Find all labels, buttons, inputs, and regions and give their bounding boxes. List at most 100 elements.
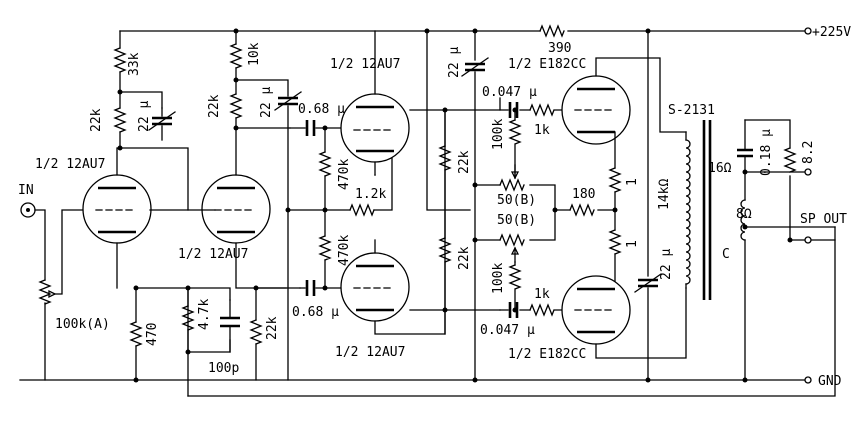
label-r-470k-bot: 470k: [337, 235, 352, 266]
tube-v3: [340, 30, 410, 176]
resistor-1-top: [608, 167, 622, 193]
resistor-470k-bot: [318, 235, 332, 261]
bias-network: [472, 164, 616, 263]
label-r-10k: 10k: [247, 42, 262, 66]
stage3-grid-resistors: [318, 125, 332, 291]
coupling-caps-stage3: [287, 120, 393, 296]
stage2-cathode: [249, 207, 301, 381]
label-r-22k-d: 22k: [457, 246, 472, 270]
label-r-1k-bot: 1k: [534, 287, 550, 302]
speaker-terminal-minus[interactable]: [804, 236, 812, 244]
stage1-cathode: [129, 285, 240, 397]
label-r-22k-b: 22k: [207, 94, 222, 118]
label-r-470k-top: 470k: [337, 159, 352, 190]
label-c-0047u-top: 0.047 µ: [482, 85, 537, 100]
stage1-b-plus: [113, 30, 176, 151]
label-ground: GND: [818, 374, 842, 389]
label-output: SP OUT: [800, 212, 847, 227]
resistor-1k-top: [529, 103, 555, 117]
label-p-50b-bot: 50(B): [497, 213, 536, 228]
resistor-10k: [229, 43, 243, 69]
tube-v2: [187, 127, 287, 289]
stage2-b-plus: [229, 28, 302, 381]
label-tap-16: 16Ω: [708, 161, 732, 176]
ground-rail: [19, 376, 812, 384]
label-r-100k-bot: 100k: [491, 263, 506, 294]
feedback-wire: [187, 226, 836, 397]
label-tube-v5: 1/2 E182CC: [508, 57, 586, 72]
tube-v4: [340, 109, 446, 335]
label-r-100k-top: 100k: [491, 119, 506, 150]
resistor-22k-e: [249, 319, 263, 345]
resistor-470k-top: [318, 151, 332, 177]
resistor-470: [129, 321, 143, 347]
label-transformer: S-2131: [668, 103, 715, 118]
label-tube-v6: 1/2 E182CC: [508, 347, 586, 362]
label-input: IN: [18, 183, 34, 198]
label-r-390: 390: [548, 41, 571, 56]
resistor-8.2: [783, 147, 797, 173]
label-r-22k-c: 22k: [457, 150, 472, 174]
label-c-068u-top: 0.68 µ: [298, 102, 345, 117]
resistor-1k-bot: [529, 303, 555, 317]
label-tap-c: C: [722, 247, 730, 262]
resistor-22k-a: [113, 107, 127, 133]
label-tube-v3: 1/2 12AU7: [330, 57, 400, 72]
label-r-22k-e: 22k: [265, 316, 280, 340]
resistor-22k-c: [438, 145, 452, 171]
label-r-22k-a: 22k: [89, 108, 104, 132]
label-r-1.2k: 1.2k: [355, 187, 386, 202]
label-r-1-top: 1: [625, 178, 640, 186]
label-r-8.2: 8.2: [801, 141, 816, 164]
resistor-1.2k: [349, 203, 375, 217]
output-cathode-cap: [634, 28, 662, 383]
label-r-1-bot: 1: [625, 240, 640, 248]
label-r-180: 180: [572, 187, 595, 202]
resistor-33k: [113, 47, 127, 73]
supply-terminal[interactable]: [804, 27, 812, 35]
resistor-22k-b: [229, 93, 243, 119]
label-r-1k-top: 1k: [534, 123, 550, 138]
ground-terminal[interactable]: [804, 376, 812, 384]
input-section: [20, 202, 91, 381]
label-supply: +225V: [812, 25, 851, 40]
stage3-loads: [409, 28, 501, 335]
pot-50b-bot: [499, 233, 525, 247]
label-pot-100k: 100k(A): [55, 317, 110, 332]
resistor-1-bot: [608, 229, 622, 255]
output-decoupling: [461, 28, 489, 383]
output-coupling-caps: [499, 97, 569, 318]
resistor-390: [539, 24, 565, 38]
resistor-22k-d: [438, 237, 452, 263]
pot-50b-top: [499, 178, 525, 192]
resistor-100k-top: [508, 119, 522, 145]
label-c-22u-a: 22 µ: [137, 101, 152, 132]
label-r-4.7k: 4.7k: [197, 299, 212, 330]
label-p-50b-top: 50(B): [497, 193, 536, 208]
label-tube-v2: 1/2 12AU7: [178, 247, 248, 262]
label-c-22u-b: 22 µ: [259, 87, 274, 118]
label-c-068u-bot: 0.68 µ: [292, 305, 339, 320]
tube-v6: [561, 275, 687, 359]
label-c-22u-d: 22 µ: [659, 249, 674, 280]
resistor-4.7k: [181, 305, 195, 331]
resistor-100k-bot: [508, 264, 522, 290]
tube-v1: [82, 147, 189, 289]
label-tube-v1: 1/2 12AU7: [35, 157, 105, 172]
output-transformer: [685, 119, 836, 383]
label-tap-8: 8Ω: [736, 207, 752, 222]
label-c-018u: 0.18 µ: [759, 129, 774, 176]
label-r-470: 470: [145, 323, 160, 346]
label-c-100p: 100p: [208, 361, 239, 376]
tube-v5: [561, 57, 687, 289]
label-tap-14k: 14kΩ: [657, 179, 672, 210]
pot-100k: [38, 279, 52, 305]
supply-rail: [119, 24, 812, 38]
label-tube-v4: 1/2 12AU7: [335, 345, 405, 360]
label-r-33k: 33k: [127, 52, 142, 76]
speaker-terminal-plus[interactable]: [804, 168, 812, 176]
resistor-180: [569, 203, 595, 217]
label-c-0047u-bot: 0.047 µ: [480, 323, 535, 338]
labels: +225V GND IN SP OUT 1/2 12AU7 1/2 12AU7 …: [18, 25, 851, 389]
